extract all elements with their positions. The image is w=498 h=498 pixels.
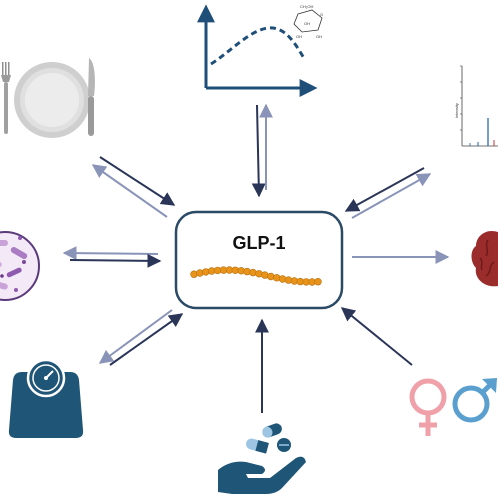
- male-symbol-icon: [452, 378, 497, 423]
- arrow-glp1-to-scale: [98, 309, 173, 364]
- peptide-bead: [190, 270, 198, 278]
- mass-spectrum-chart-icon: Intensity: [454, 65, 498, 147]
- female-symbol-icon: [409, 378, 447, 436]
- spectrum-peaks: [469, 118, 495, 146]
- glp1-box: [174, 210, 344, 310]
- arrow-food-to-glp1: [99, 156, 176, 206]
- fork-icon: [1, 62, 11, 134]
- plate-fork-knife-icon: [1, 58, 95, 138]
- peptide-bead: [273, 274, 281, 282]
- peptide-chain: [190, 266, 322, 286]
- arrow-spectrum-to-glp1: [344, 167, 425, 212]
- molecule-oh-2: OH: [296, 34, 302, 39]
- molecule-o: O: [320, 12, 323, 17]
- gut-microbiome-icon: [0, 231, 40, 301]
- arrow-microbiome-to-glp1: [69, 253, 162, 268]
- glucose-molecule: CH₂OH OH OH OH O: [293, 4, 323, 39]
- arrow-glp1-to-microbiome: [62, 246, 159, 261]
- plate-icon: [14, 62, 90, 138]
- curve-dashed-line: [210, 26, 307, 66]
- arrow-scale-to-glp1: [109, 313, 184, 366]
- brain-icon: [471, 230, 498, 287]
- arrow-sex-to-glp1: [340, 307, 413, 366]
- bathroom-scale-icon: [8, 358, 84, 438]
- pills-in-hand-icon: [218, 423, 306, 494]
- peptide-bead: [249, 268, 257, 277]
- molecule-oh-1: OH: [304, 21, 310, 26]
- arrow-glp1-to-spectrum: [351, 173, 432, 219]
- spectrum-ticks: [460, 65, 462, 131]
- glucose-curve-chart-icon: CH₂OH OH OH OH O: [197, 4, 323, 97]
- glp1-label: GLP-1: [232, 233, 285, 253]
- arrow-curve-to-glp1: [251, 104, 266, 198]
- glp1-center-node: GLP-1: [174, 210, 344, 310]
- peptide-bead: [314, 278, 322, 286]
- spectrum-ylabel: Intensity: [454, 103, 459, 118]
- molecule-ch2oh: CH₂OH: [300, 4, 313, 9]
- molecule-oh-3: OH: [316, 34, 322, 39]
- knife-icon: [88, 58, 95, 136]
- arrows: [62, 103, 450, 413]
- arrow-glp1-to-food: [91, 164, 168, 218]
- female-male-symbols-icon: [409, 378, 497, 436]
